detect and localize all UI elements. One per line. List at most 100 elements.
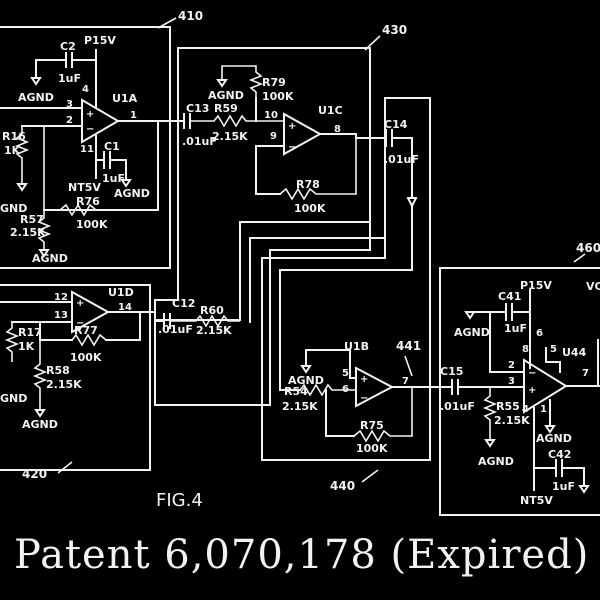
r77-left-wire [39,321,73,341]
c15-ref: C15 [440,365,463,378]
gnd-label-1: GND [0,202,27,215]
u1c-pin10: 10 [264,110,278,121]
block-410: + − U1A 3 2 1 4 11 P15V C2 1uF AGND R16 … [0,34,179,265]
opamp-u1b [355,366,395,408]
u1d-out-to-c12 [139,311,156,321]
p15v-label-2: P15V [520,279,552,292]
u1d-minus: − [76,318,84,329]
opamp-u1c [283,112,323,156]
u44-pin1: 1 [540,404,547,415]
r16-resistor [14,126,30,184]
gnd-label-2: GND [0,392,27,405]
r75-value: 100K [356,442,388,455]
u1b-minus: − [360,393,368,404]
c2-value: 1uF [58,72,81,85]
r77-value: 100K [70,351,102,364]
agnd-label-6: AGND [288,374,324,387]
agnd-arrow-1 [30,77,42,86]
figure-label: FIG.4 [156,490,203,511]
c41-ref: C41 [498,290,521,303]
route-c14-to-u1b [279,205,413,391]
ref-420: 420 [22,467,47,481]
r55-ref: R55 [496,400,520,413]
u1d-pin14: 14 [118,302,132,313]
ref-410: 410 [178,9,203,23]
u1a-name: U1A [112,92,138,105]
nt5v-label-2: NT5V [520,494,553,507]
u44-pin2: 2 [508,360,515,371]
r75-ref: R75 [360,419,384,432]
route-430-440 [249,237,386,323]
r79-ref: R79 [262,76,286,89]
u1c-output-wire [319,133,387,139]
opamp-u1d [71,290,111,334]
vc-label: VC [586,280,600,293]
r76-ref: R76 [76,195,100,208]
u1a-pin11: 11 [80,144,94,155]
r57-ref: R57 [20,213,44,226]
c12-value: .01uF [158,323,193,336]
r78-ref: R78 [296,178,320,191]
r16-value: 1K [4,144,21,157]
u1a-pin3: 3 [66,99,73,110]
c15-value: .01uF [440,400,475,413]
r75-left-wire [325,389,355,437]
c2-wire-l [35,59,67,79]
c13-ref: C13 [186,102,209,115]
c42-value: 1uF [552,480,575,493]
r77-resistor [71,333,107,347]
u44-pin5-wire [545,347,561,373]
u1a-minus: − [86,124,94,135]
r60-value: 2.15K [196,324,232,337]
u44-pin7: 7 [582,368,589,379]
u44-name: U44 [562,346,587,359]
r17-value: 1K [18,340,35,353]
r55-value: 2.15K [494,414,530,427]
p15v-label-1: P15V [84,34,116,47]
agnd-label-4: AGND [208,89,244,102]
leader-430 [364,35,381,51]
r54-resistor [299,383,356,397]
c14-value: .01uF [384,153,419,166]
opamp-u44 [523,358,568,414]
block-460: C15 .01uF R55 2.15K AGND AGND C41 1uF P1… [440,279,600,507]
r78-value: 100K [294,202,326,215]
r57-value: 2.15K [10,226,46,239]
agnd-label-5: AGND [22,418,58,431]
u1c-pin8: 8 [334,124,341,135]
c1-value: 1uF [102,172,125,185]
block-420-outline [0,284,151,471]
u1b-plus-wire [305,349,357,379]
u1d-output-wire [105,311,141,341]
leader-460 [573,253,586,263]
u1b-plus: + [360,374,368,385]
agnd-label-9: AGND [536,432,572,445]
r60-ref: R60 [200,304,224,317]
block-440: + − U1B 5 6 7 AGND R54 2.15K R75 100K [282,340,453,455]
u44-pin2-wire [469,311,525,373]
u1b-pin7: 7 [402,376,409,387]
r76-value: 100K [76,218,108,231]
u1c-minus: − [288,142,296,153]
block-430: C13 .01uF R59 2.15K AGND R79 100K + − U1… [177,65,419,215]
r76-resistor [59,203,97,217]
nt5v-label-1: NT5V [68,181,101,194]
r59-ref: R59 [214,102,238,115]
block-410-outline [0,26,171,269]
r79-resistor [221,65,264,98]
u44-pin5: 5 [550,344,557,355]
opamp-u1a [81,98,120,144]
signal-arrow-440 [406,197,418,209]
agnd-label-3: AGND [32,252,68,265]
r55-resistor [482,387,498,440]
c1-ref: C1 [104,140,120,153]
u1c-name: U1C [318,104,343,117]
u44-plus: + [528,385,536,396]
r79-value: 100K [262,90,294,103]
ref-441: 441 [396,339,421,353]
r54-ref: R54 [284,385,308,398]
ref-430: 430 [382,23,407,37]
r17-ref: R17 [18,326,42,339]
ref-460: 460 [576,241,600,255]
